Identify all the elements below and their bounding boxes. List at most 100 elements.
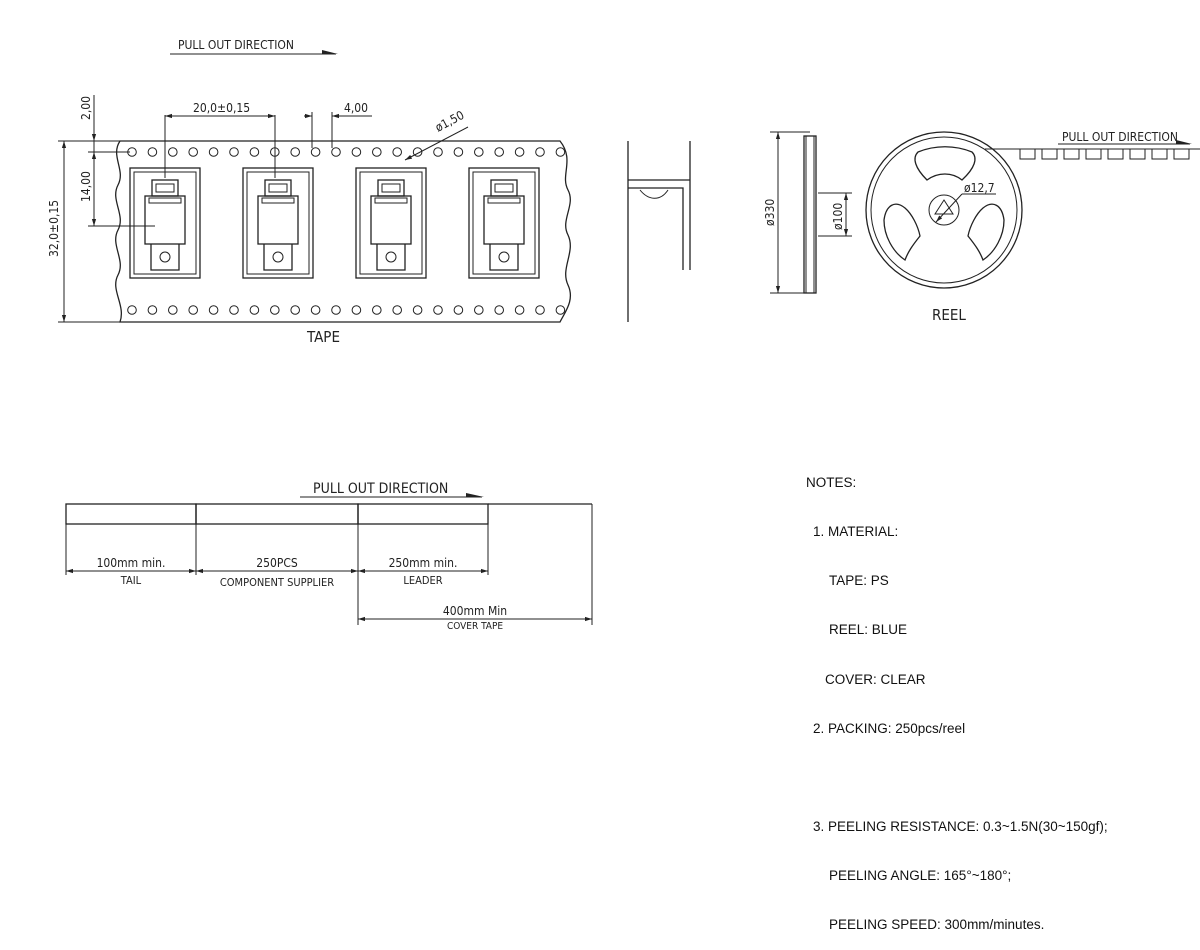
sprocket-hole — [392, 147, 403, 157]
leader-length: 250mm min. — [389, 556, 458, 570]
sprocket-hole — [229, 305, 239, 315]
leader-diagram: PULL OUT DIRECTION 100mm min. TAIL 250PC… — [65, 481, 593, 632]
reel-tape-pocket — [1107, 148, 1124, 160]
note-line: REEL: BLUE — [829, 622, 908, 638]
sprocket-hole — [127, 305, 137, 315]
sprocket-hole — [351, 305, 362, 315]
sprocket-hole — [331, 147, 341, 157]
note-line — [806, 770, 1108, 786]
tape-pocket — [129, 167, 201, 279]
sprocket-holes-bottom — [127, 305, 566, 315]
dim-spindle: ø12,7 — [964, 181, 995, 195]
cover-name: COVER TAPE — [447, 621, 503, 632]
sprocket-hole — [168, 147, 178, 157]
tape-view: PULL OUT DIRECTION 20,0±0,15 4,00 ø1,50 … — [47, 38, 572, 346]
sprocket-hole — [188, 305, 198, 315]
sprocket-hole — [290, 305, 301, 315]
leader-pull-out-label: PULL OUT DIRECTION — [313, 481, 448, 497]
note-line: PEELING SPEED: 300mm/minutes. — [829, 917, 1045, 933]
tape-pull-out-label: PULL OUT DIRECTION — [178, 38, 294, 52]
reel-tape-pocket — [1129, 148, 1146, 160]
reel-tape-pocket — [1173, 148, 1190, 160]
sprocket-hole — [208, 147, 219, 157]
tape-pockets — [129, 167, 540, 279]
note-line: 3. PEELING RESISTANCE: 0.3~1.5N(30~150gf… — [813, 818, 1108, 834]
sprocket-hole — [310, 305, 321, 315]
sprocket-hole — [535, 147, 545, 157]
sprocket-hole — [392, 305, 403, 315]
sprocket-hole — [494, 147, 505, 157]
notes-title: NOTES: — [806, 474, 857, 490]
sprocket-hole — [168, 305, 178, 315]
supplier-count: 250PCS — [256, 556, 298, 570]
sprocket-hole — [433, 147, 443, 157]
reel-tape-pocket — [1085, 148, 1102, 160]
tape-pull-out-arrow — [322, 50, 338, 54]
note-line: 1. MATERIAL: — [813, 524, 899, 540]
dim-hole-pitch: 4,00 — [344, 101, 368, 115]
tail-name: TAIL — [120, 574, 142, 587]
sprocket-hole — [147, 147, 158, 157]
dim-pocket-pitch: 20,0±0,15 — [193, 101, 250, 115]
reel-tape-pocket — [1063, 148, 1080, 160]
dim-hole-edge: 2,00 — [79, 96, 93, 120]
reel-tape-pocket — [1019, 148, 1036, 160]
leader-name: LEADER — [403, 574, 442, 587]
dim-reel-hub: ø100 — [831, 203, 845, 230]
sprocket-hole — [494, 305, 505, 315]
reel-front-view: ø12,7 REEL PULL OUT DIRECTION — [865, 130, 1200, 324]
reel-window-top — [914, 146, 976, 181]
sprocket-hole — [433, 305, 443, 315]
sprocket-hole — [412, 305, 423, 315]
sprocket-hole — [249, 147, 260, 157]
reel-tape-pockets — [1019, 148, 1190, 160]
sprocket-hole — [514, 147, 525, 157]
component-strip — [195, 503, 359, 525]
sprocket-holes-top — [127, 147, 566, 157]
tail-length: 100mm min. — [97, 556, 166, 570]
sprocket-hole — [249, 305, 260, 315]
sprocket-hole — [310, 147, 321, 157]
cover-length: 400mm Min — [443, 604, 507, 618]
sprocket-hole — [474, 305, 484, 315]
note-line: 2. PACKING: 250pcs/reel — [813, 720, 966, 736]
sprocket-hole — [331, 305, 341, 315]
tape-pocket — [468, 167, 540, 279]
note-line: COVER: CLEAR — [825, 671, 926, 687]
sprocket-hole — [372, 305, 382, 315]
reel-side-view: ø330 ø100 — [763, 131, 852, 294]
dim-tape-width: 32,0±0,15 — [47, 200, 61, 257]
sprocket-hole — [208, 305, 219, 315]
sprocket-hole — [453, 305, 464, 315]
dim-reel-outer: ø330 — [763, 199, 777, 226]
tape-pocket — [242, 167, 314, 279]
dim-hole-to-center: 14,00 — [79, 171, 93, 202]
sprocket-hole — [147, 305, 158, 315]
tape-pocket — [355, 167, 427, 279]
reel-pull-out-label: PULL OUT DIRECTION — [1062, 130, 1178, 144]
notes-block: NOTES: 1. MATERIAL: TAPE: PS REEL: BLUE … — [806, 442, 1108, 950]
supplier-name: COMPONENT SUPPLIER — [220, 576, 334, 589]
sprocket-hole — [514, 305, 525, 315]
reel-tape-pocket — [1041, 148, 1058, 160]
sprocket-hole — [351, 147, 362, 157]
sprocket-hole — [412, 147, 423, 157]
reel-tape-pocket — [1151, 148, 1168, 160]
reel-label: REEL — [932, 306, 966, 324]
tape-body — [115, 140, 572, 323]
tape-label: TAPE — [306, 328, 340, 346]
reel-window-left — [883, 203, 921, 261]
note-line: PEELING ANGLE: 165°~180°; — [829, 868, 1012, 884]
sprocket-hole — [290, 147, 301, 157]
sprocket-hole — [474, 147, 484, 157]
sprocket-hole — [270, 305, 280, 315]
sprocket-hole — [453, 147, 464, 157]
sprocket-hole — [535, 305, 545, 315]
sprocket-hole — [555, 305, 566, 315]
note-line: TAPE: PS — [829, 573, 889, 589]
leader-strip — [357, 503, 489, 525]
reel-window-right — [967, 203, 1005, 261]
sprocket-hole — [372, 147, 382, 157]
sprocket-hole — [555, 147, 566, 157]
sprocket-hole — [188, 147, 198, 157]
